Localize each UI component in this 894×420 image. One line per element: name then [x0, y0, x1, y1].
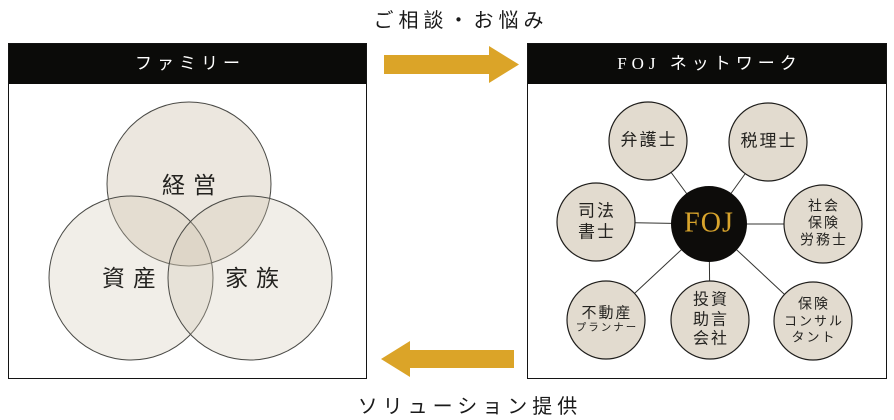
venn-circle-family — [167, 195, 333, 361]
family-venn-diagram: 経営 資産 家族 — [9, 84, 366, 378]
right-arrow — [384, 46, 519, 83]
venn-label-management: 経営 — [162, 173, 224, 198]
foj-network-panel: FOJ ネットワーク — [527, 43, 887, 379]
venn-circle-management — [106, 101, 272, 267]
node-label-investment-advisory-company: 投資 助言 会社 — [692, 291, 730, 348]
family-panel-title: ファミリー — [9, 44, 366, 84]
circle-social-insurance-labor-consultant — [783, 184, 863, 264]
node-label-tax-accountant: 税理士 — [740, 131, 798, 151]
left-arrow — [381, 341, 514, 377]
circle-lawyer — [608, 101, 688, 181]
node-label-lawyer: 弁護士 — [620, 130, 678, 150]
circle-tax-accountant — [728, 102, 808, 182]
family-panel: ファミリー 経営 資産 家族 — [8, 43, 367, 379]
foj-network-panel-title: FOJ ネットワーク — [528, 44, 886, 84]
hub-circle-foj — [671, 186, 747, 262]
consultation-flow-label: ご相談・お悩み — [373, 10, 549, 32]
circle-investment-advisory-company — [670, 280, 750, 360]
solution-flow-label: ソリューション提供 — [357, 396, 583, 418]
circle-insurance-consultant — [773, 281, 853, 361]
circle-real-estate-planner — [566, 280, 646, 360]
node-label-insurance-consultant: 保険 コンサル タント — [783, 297, 845, 345]
node-label-social-insurance-labor-consultant: 社会 保険 労務士 — [800, 199, 848, 249]
venn-label-family: 家族 — [225, 266, 287, 291]
venn-circles — [48, 101, 333, 361]
circle-judicial-scrivener — [556, 182, 636, 262]
venn-circle-assets — [48, 195, 214, 361]
specialist-circles — [556, 101, 863, 361]
hub-label-foj: FOJ — [684, 207, 734, 239]
node-label-real-estate-planner: 不動産 プランナー — [575, 305, 639, 334]
network-graph — [556, 101, 863, 361]
foj-network-diagram: FOJ 弁護士 税理士 司法 書士 社会 保険 労務士 不動産 プランナー 投資 — [528, 84, 886, 378]
venn-label-assets: 資産 — [102, 266, 164, 291]
right-arrow-shape — [384, 46, 519, 83]
left-arrow-shape — [381, 341, 514, 377]
node-label-judicial-scrivener: 司法 書士 — [578, 201, 616, 241]
